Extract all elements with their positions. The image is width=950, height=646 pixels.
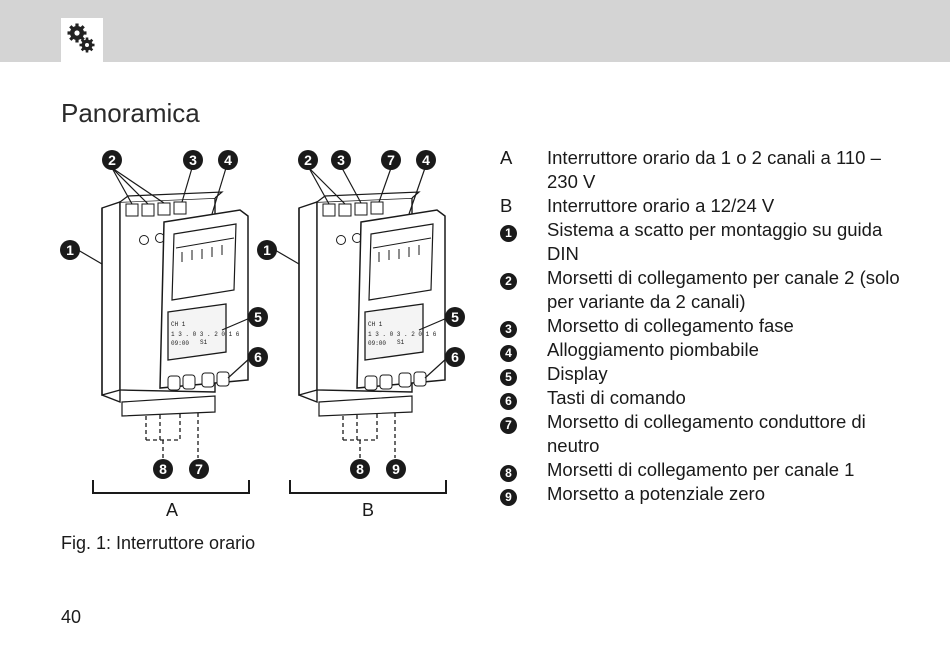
legend-item: B Interruttore orario a 12/24 V	[500, 194, 900, 218]
header-bar	[0, 0, 950, 62]
svg-text:5: 5	[254, 309, 262, 325]
callout-2-b: 2	[298, 150, 318, 170]
legend-text: Alloggiamento piombabile	[547, 339, 759, 360]
legend-key: 9	[500, 482, 547, 506]
callout-3-b: 3	[331, 150, 351, 170]
callout-8-b: 8	[350, 459, 370, 479]
callout-2-a: 2	[102, 150, 122, 170]
svg-text:1: 1	[66, 242, 74, 258]
display-line3-b: 09:00	[368, 340, 386, 347]
callout-5-a: 5	[248, 307, 268, 327]
legend-key: 8	[500, 458, 547, 482]
callout-5-b: 5	[445, 307, 465, 327]
svg-text:4: 4	[422, 152, 430, 168]
display-line3-a: 09:00	[171, 340, 189, 347]
label-b: B	[362, 500, 374, 520]
display-line2-b: 1 3 . 0 3 . 2 0 1 6	[368, 331, 437, 338]
legend-key: B	[500, 195, 513, 216]
figure-illustration: CH 1 1 3 . 0 3 . 2 0 1 6 09:00 S1 CH 1 1…	[60, 150, 465, 520]
legend-list: A Interruttore orario da 1 o 2 canali a 1…	[500, 146, 900, 506]
svg-text:1: 1	[263, 242, 271, 258]
legend-text: Morsetti di collegamento per canale 1	[547, 459, 855, 480]
callout-4-b: 4	[416, 150, 436, 170]
display-line1-b: CH 1	[368, 321, 383, 328]
legend-text: Interruttore orario da 1 o 2 canali a 11…	[547, 147, 881, 192]
legend-text: Morsetto a potenziale zero	[547, 483, 766, 504]
svg-text:7: 7	[387, 152, 395, 168]
legend-key: 5	[500, 362, 547, 386]
legend-text: Morsetti di collegamento per canale 2 (s…	[547, 267, 900, 312]
legend-text: Interruttore orario a 12/24 V	[547, 195, 775, 216]
callout-7-b: 7	[381, 150, 401, 170]
callout-9-b: 9	[386, 459, 406, 479]
legend-text: Morsetto di collegamento fase	[547, 315, 794, 336]
legend-text: Morsetto di collegamento conduttore di n…	[547, 411, 866, 456]
svg-text:8: 8	[356, 461, 364, 477]
svg-text:2: 2	[108, 152, 116, 168]
callout-7-a: 7	[189, 459, 209, 479]
legend-text: Display	[547, 363, 608, 384]
svg-text:4: 4	[224, 152, 232, 168]
legend-text: Sistema a scatto per montaggio su guida …	[547, 219, 883, 264]
callout-6-b: 6	[445, 347, 465, 367]
svg-text:8: 8	[159, 461, 167, 477]
svg-text:7: 7	[195, 461, 203, 477]
gears-icon	[67, 23, 95, 53]
legend-key: 7	[500, 410, 547, 458]
tab-pointer	[74, 62, 92, 71]
page-title: Panoramica	[61, 98, 200, 128]
callout-4-a: 4	[218, 150, 238, 170]
figure-caption: Fig. 1: Interruttore orario	[61, 533, 256, 553]
svg-text:3: 3	[337, 152, 345, 168]
legend-key: 1	[500, 218, 547, 266]
display-line1-a: CH 1	[171, 321, 186, 328]
callout-6-a: 6	[248, 347, 268, 367]
callout-8-a: 8	[153, 459, 173, 479]
svg-text:5: 5	[451, 309, 459, 325]
legend-item: A Interruttore orario da 1 o 2 canali a 1…	[500, 146, 900, 194]
display-line2-a: 1 3 . 0 3 . 2 0 1 6	[171, 331, 240, 338]
bracket-a	[92, 480, 250, 494]
bracket-b	[289, 480, 447, 494]
svg-text:9: 9	[392, 461, 400, 477]
svg-text:3: 3	[189, 152, 197, 168]
legend-key: 2	[500, 266, 547, 314]
callout-1-b: 1	[257, 240, 277, 260]
section-tab	[61, 18, 103, 62]
legend-key: 6	[500, 386, 547, 410]
display-line3b-b: S1	[397, 339, 405, 346]
page-number: 40	[61, 607, 82, 627]
svg-text:2: 2	[304, 152, 312, 168]
display-line3b-a: S1	[200, 339, 208, 346]
legend-key: A	[500, 147, 513, 168]
label-a: A	[166, 500, 178, 520]
svg-text:6: 6	[451, 349, 459, 365]
svg-text:6: 6	[254, 349, 262, 365]
legend-key: 3	[500, 314, 547, 338]
callout-3-a: 3	[183, 150, 203, 170]
callout-1-a: 1	[60, 240, 80, 260]
legend-text: Tasti di comando	[547, 387, 686, 408]
legend-key: 4	[500, 338, 547, 362]
